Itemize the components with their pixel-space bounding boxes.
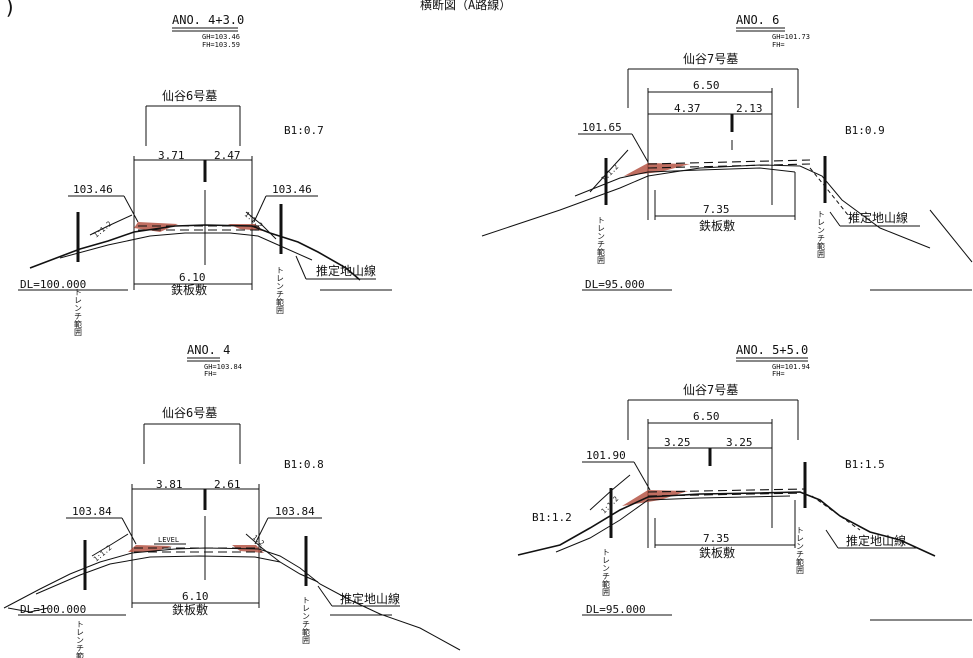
ground-line-label: 推定地山線 xyxy=(316,263,376,278)
trench-left-label: トレンチ範囲 xyxy=(74,288,83,337)
dim-total-top: 6.50 xyxy=(693,79,720,92)
gh-label: GH=101.73 xyxy=(772,33,810,41)
datum-label: DL=95.000 xyxy=(585,278,645,291)
dim-left: 4.37 xyxy=(674,102,701,115)
datum-label: DL=100.000 xyxy=(20,278,86,291)
ratio-mark-left: 1:1.2 xyxy=(600,163,621,184)
dim-right: 3.25 xyxy=(726,436,753,449)
trench-left-label: トレンチ範囲 xyxy=(597,216,606,265)
plate-label: 鉄板敷 xyxy=(171,282,207,297)
grave-label: 仙谷7号墓 xyxy=(683,52,738,66)
ratio-mark-left: 1:1.2 xyxy=(92,544,113,564)
station-label: ANO. 5+5.0 xyxy=(736,343,808,357)
fh-label: FH= xyxy=(772,370,785,378)
station-label: ANO. 4+3.0 xyxy=(172,13,244,27)
dim-bottom: 6.10 xyxy=(179,271,206,284)
section-ano-5-5: ANO. 5+5.0 GH=101.94 FH= 仙谷7号墓 6.50 3.25… xyxy=(517,343,972,621)
elev-left: 101.90 xyxy=(586,449,626,462)
dim-bottom: 6.10 xyxy=(182,590,209,603)
plate-label: 鉄板敷 xyxy=(699,218,735,233)
dim-left: 3.25 xyxy=(664,436,691,449)
datum-label: DL=100.000 xyxy=(20,603,86,616)
slope-ratio: B1:1.5 xyxy=(845,458,885,471)
gh-label: GH=103.84 xyxy=(204,363,242,371)
dim-total-top: 6.50 xyxy=(693,410,720,423)
grave-label: 仙谷6号墓 xyxy=(162,89,217,103)
plate-label: 鉄板敷 xyxy=(699,545,735,560)
fh-label: FH=103.59 xyxy=(202,41,240,49)
dim-left: 3.81 xyxy=(156,478,183,491)
level-label: LEVEL xyxy=(158,536,179,544)
datum-label: DL=95.000 xyxy=(586,603,646,616)
ground-line-label: 推定地山線 xyxy=(846,533,906,548)
dim-right: 2.13 xyxy=(736,102,763,115)
elev-left: 103.84 xyxy=(72,505,112,518)
dim-bottom: 7.35 xyxy=(703,532,730,545)
elev-left: 103.46 xyxy=(73,183,113,196)
fh-label: FH= xyxy=(204,370,217,378)
trench-left-label: トレンチ範囲 xyxy=(602,548,611,597)
plate-label: 鉄板敷 xyxy=(172,602,208,617)
elev-right: 103.46 xyxy=(272,183,312,196)
corner-mark: ) xyxy=(4,0,16,19)
slope-ratio: B1:0.9 xyxy=(845,124,885,137)
dim-right: 2.47 xyxy=(214,149,241,162)
grave-label: 仙谷6号墓 xyxy=(162,406,217,420)
trench-right-label: トレンチ範囲 xyxy=(302,596,311,645)
drawing-title: 横断図（A路線） xyxy=(420,0,511,12)
section-ano-6: ANO. 6 GH=101.73 FH= 仙谷7号墓 6.50 4.37 2.1… xyxy=(481,13,973,291)
slope-ratio: B1:0.7 xyxy=(284,124,324,137)
ground-line-label: 推定地山線 xyxy=(848,210,908,225)
section-ano-4-3: ANO. 4+3.0 GH=103.46 FH=103.59 仙谷6号墓 B1:… xyxy=(18,13,392,337)
slope-ratio: B1:0.8 xyxy=(284,458,324,471)
ratio-mark-left: 1:1.2 xyxy=(92,220,113,240)
station-label: ANO. 4 xyxy=(187,343,230,357)
dim-left: 3.71 xyxy=(158,149,185,162)
grave-label: 仙谷7号墓 xyxy=(683,383,738,397)
gh-label: GH=103.46 xyxy=(202,33,240,41)
fh-label: FH= xyxy=(772,41,785,49)
slope-ratio-left: B1:1.2 xyxy=(532,511,572,524)
ground-line-label: 推定地山線 xyxy=(340,591,400,606)
trench-left-label: トレンチ範囲 xyxy=(76,620,85,658)
trench-right-label: トレンチ範囲 xyxy=(817,210,826,259)
dim-right: 2.61 xyxy=(214,478,241,491)
dim-bottom: 7.35 xyxy=(703,203,730,216)
trench-right-label: トレンチ範囲 xyxy=(276,266,285,315)
elev-left: 101.65 xyxy=(582,121,622,134)
gh-label: GH=101.94 xyxy=(772,363,810,371)
station-label: ANO. 6 xyxy=(736,13,779,27)
elev-right: 103.84 xyxy=(275,505,315,518)
section-ano-4: ANO. 4 GH=103.84 FH= 仙谷6号墓 B1:0.8 3.81 2… xyxy=(3,343,461,658)
trench-right-label: トレンチ範囲 xyxy=(796,526,805,575)
